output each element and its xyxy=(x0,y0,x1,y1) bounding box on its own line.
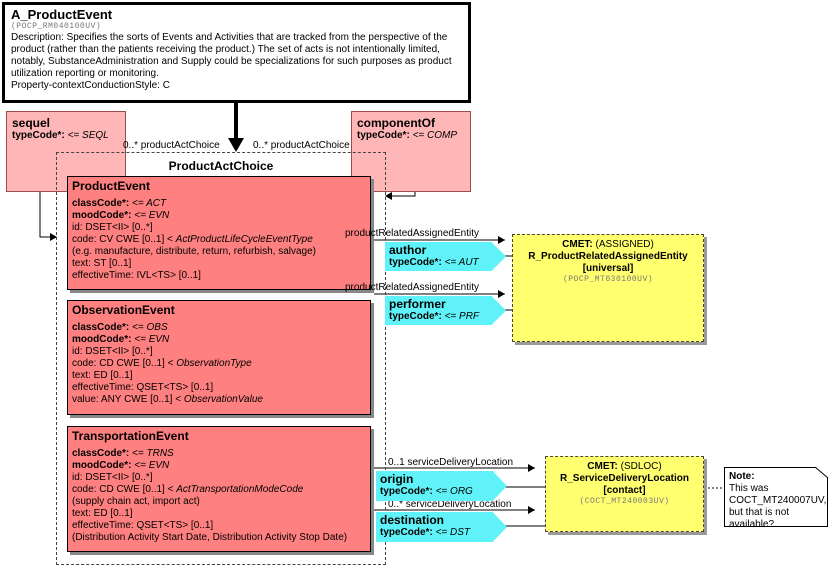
product-event-title: ProductEvent xyxy=(72,179,151,193)
observation-event-classcode: classCode*: <= OBS xyxy=(72,322,168,333)
destination-association: destination typeCode*: <= DST xyxy=(376,512,507,542)
cmet-sdloc-box: CMET: (SDLOC) R_ServiceDeliveryLocation … xyxy=(545,456,704,532)
transportation-event-effective-note: (Distribution Activity Start Date, Distr… xyxy=(72,532,348,543)
destination-title: destination xyxy=(380,513,445,527)
componentof-connector xyxy=(386,192,416,197)
entry-id: (POCP_RM040100UV) xyxy=(11,22,102,31)
cmet-assigned-name: R_ProductRelatedAssignedEntity xyxy=(528,251,688,262)
cmet-assigned-id: (POCP_MT030100UV) xyxy=(562,275,654,284)
destination-multiplicity: 0..* serviceDeliveryLocation xyxy=(388,499,512,510)
author-title: author xyxy=(389,243,427,257)
performer-multiplicity: productRelatedAssignedEntity xyxy=(345,282,479,293)
product-event-id: id: DSET<II> [0..*] xyxy=(72,222,153,233)
entry-description: Description: Specifies the sorts of Even… xyxy=(11,32,452,79)
performer-title: performer xyxy=(389,297,446,311)
transportation-event-classcode: classCode*: <= TRNS xyxy=(72,448,174,459)
product-event-class: ProductEvent classCode*: <= ACT moodCode… xyxy=(67,176,371,290)
componentof-title: componentOf xyxy=(357,116,435,130)
performer-arrow-head xyxy=(498,290,505,298)
transportation-event-code-note: (supply chain act, import act) xyxy=(72,496,200,507)
destination-arrow-head xyxy=(528,506,535,514)
product-event-classcode: classCode*: <= ACT xyxy=(72,198,167,209)
author-typecode: typeCode*: <= AUT xyxy=(389,257,479,268)
entry-title: A_ProductEvent xyxy=(11,7,113,22)
componentof-arrow-head xyxy=(385,192,392,200)
product-act-choice: ProductActChoice xyxy=(56,152,386,565)
transportation-event-text: text: ED [0..1] xyxy=(72,508,133,519)
observation-event-code: code: CD CWE [0..1] < ObservationType xyxy=(72,358,252,369)
entry-arrow-head xyxy=(228,138,244,152)
transportation-event-moodcode: moodCode*: <= EVN xyxy=(72,460,170,471)
origin-association: origin typeCode*: <= ORG xyxy=(376,471,507,501)
observation-event-value: value: ANY CWE [0..1] < ObservationValue xyxy=(72,394,263,405)
origin-typecode: typeCode*: <= ORG xyxy=(380,486,473,497)
author-arrow-head xyxy=(498,236,505,244)
performer-association: performer typeCode*: <= PRF xyxy=(385,296,506,325)
componentof-box: componentOf typeCode*: <= COMP xyxy=(351,111,471,192)
product-event-effective-time: effectiveTime: IVL<TS> [0..1] xyxy=(72,270,201,281)
componentof-multiplicity: 0..* productActChoice xyxy=(253,140,350,151)
entry-point-box: A_ProductEvent (POCP_RM040100UV) Descrip… xyxy=(2,2,471,103)
observation-event-text: text: ED [0..1] xyxy=(72,370,133,381)
entry-conduction: Property-contextConductionStyle: C xyxy=(11,80,170,91)
observation-event-title: ObservationEvent xyxy=(72,303,175,317)
cmet-assigned-box: CMET: (ASSIGNED) R_ProductRelatedAssigne… xyxy=(512,234,704,342)
author-multiplicity: productRelatedAssignedEntity xyxy=(345,228,479,239)
origin-title: origin xyxy=(380,472,414,486)
cmet-sdloc-name: R_ServiceDeliveryLocation xyxy=(560,473,689,484)
product-event-code: code: CV CWE [0..1] < ActProductLifeCycl… xyxy=(72,234,313,245)
observation-event-id: id: DSET<II> [0..*] xyxy=(72,346,153,357)
note-title: Note: xyxy=(729,471,755,482)
sequel-arrow-head xyxy=(50,233,57,241)
product-event-moodcode: moodCode*: <= EVN xyxy=(72,210,170,221)
sequel-title: sequel xyxy=(12,116,51,130)
cmet-sdloc-id: (COCT_MT240003UV) xyxy=(579,497,670,506)
transportation-event-effective-time: effectiveTime: QSET<TS> [0..1] xyxy=(72,520,214,531)
transportation-event-code: code: CD CWE [0..1] < ActTransportationM… xyxy=(72,484,304,495)
transportation-event-id: id: DSET<II> [0..*] xyxy=(72,472,153,483)
product-event-code-note: (e.g. manufacture, distribute, return, r… xyxy=(72,246,317,257)
author-association: author typeCode*: <= AUT xyxy=(385,242,506,271)
cmet-assigned-variant: [universal] xyxy=(582,263,634,274)
transportation-event-class: TransportationEvent classCode*: <= TRNS … xyxy=(67,426,371,552)
observation-event-class: ObservationEvent classCode*: <= OBS mood… xyxy=(67,300,371,415)
observation-event-effective-time: effectiveTime: QSET<TS> [0..1] xyxy=(72,382,214,393)
cmet-assigned-header: CMET: (ASSIGNED) xyxy=(562,239,654,250)
cmet-sdloc-variant: [contact] xyxy=(603,485,646,496)
note-box: Note: This was COCT_MT240007UV, but that… xyxy=(724,467,828,527)
choice-title: ProductActChoice xyxy=(168,159,274,173)
transportation-event-title: TransportationEvent xyxy=(72,429,189,443)
product-event-text: text: ST [0..1] xyxy=(72,258,132,269)
sequel-connector xyxy=(39,192,56,238)
sequel-multiplicity: 0..* productActChoice xyxy=(123,140,220,151)
note-text: This was COCT_MT240007UV, but that is no… xyxy=(729,483,827,530)
observation-event-moodcode: moodCode*: <= EVN xyxy=(72,334,170,345)
origin-multiplicity: 0..1 serviceDeliveryLocation xyxy=(388,457,514,468)
cmet-sdloc-header: CMET: (SDLOC) xyxy=(587,461,662,472)
performer-typecode: typeCode*: <= PRF xyxy=(389,311,480,322)
origin-arrow-head xyxy=(528,464,535,472)
componentof-typecode: typeCode*: <= COMP xyxy=(357,130,458,141)
sequel-typecode: typeCode*: <= SEQL xyxy=(12,130,109,141)
destination-typecode: typeCode*: <= DST xyxy=(380,527,471,538)
